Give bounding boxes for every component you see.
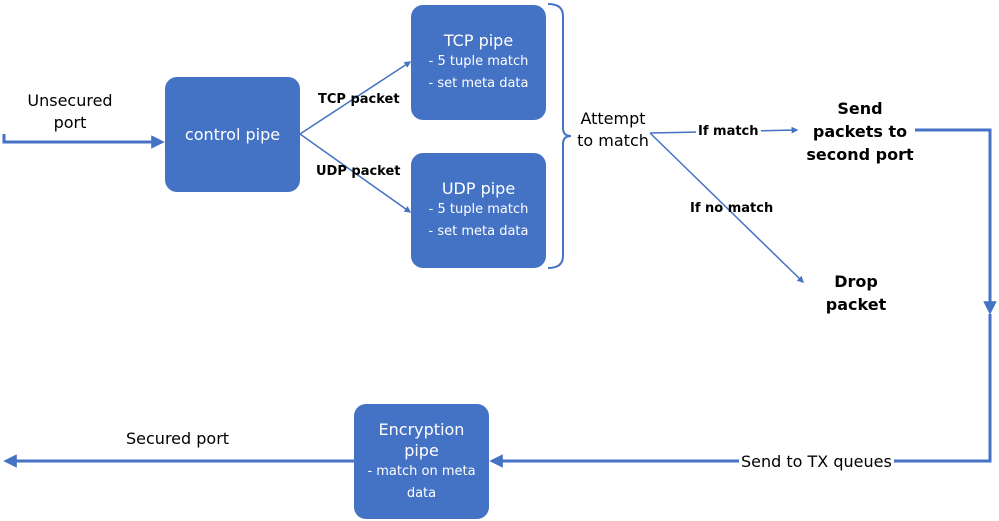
edge-control-to-tcp xyxy=(299,61,412,135)
tcp-packet-label: TCP packet xyxy=(318,92,400,107)
encryption-pipe-box: Encryption pipe - match on meta data xyxy=(354,404,489,519)
control-pipe-title: control pipe xyxy=(184,125,281,144)
encryption-pipe-line: data xyxy=(406,485,437,501)
control-pipe-box: control pipe xyxy=(165,77,300,192)
unsecured-port-label: Unsecured port xyxy=(27,91,113,132)
secured-port-label: Secured port xyxy=(126,429,230,448)
edge-unsecured-to-control xyxy=(2,134,165,149)
if-match-label: If match xyxy=(696,124,761,140)
udp-pipe-title: UDP pipe xyxy=(441,179,516,198)
edge-tx-loop xyxy=(489,314,992,468)
encryption-pipe-title: Encryption xyxy=(378,419,465,439)
tcp-pipe-line: - set meta data xyxy=(428,76,529,91)
udp-pipe-box: UDP pipe - 5 tuple match - set meta data xyxy=(411,153,546,268)
udp-pipe-line: - set meta data xyxy=(428,224,529,239)
edge-send-to-tx xyxy=(915,128,997,315)
tcp-pipe-title: TCP pipe xyxy=(443,31,514,50)
attempt-to-match-label: Attempt to match xyxy=(577,109,649,150)
encryption-pipe-title: pipe xyxy=(404,440,439,460)
if-no-match-label: If no match xyxy=(690,201,774,216)
encryption-pipe-line: - match on meta xyxy=(367,463,476,479)
edge-if-no-match xyxy=(649,132,804,283)
send-to-tx-label: Send to TX queues xyxy=(739,451,894,473)
brace xyxy=(547,3,572,269)
udp-packet-label: UDP packet xyxy=(316,164,401,179)
tcp-pipe-line: - 5 tuple match xyxy=(428,54,529,69)
tcp-pipe-box: TCP pipe - 5 tuple match - set meta data xyxy=(411,5,546,120)
send-packets-outcome: Send packets to second port xyxy=(806,99,914,164)
edge-control-to-udp xyxy=(299,133,412,213)
udp-pipe-line: - 5 tuple match xyxy=(428,202,529,217)
drop-packet-outcome: Drop packet xyxy=(825,272,887,314)
